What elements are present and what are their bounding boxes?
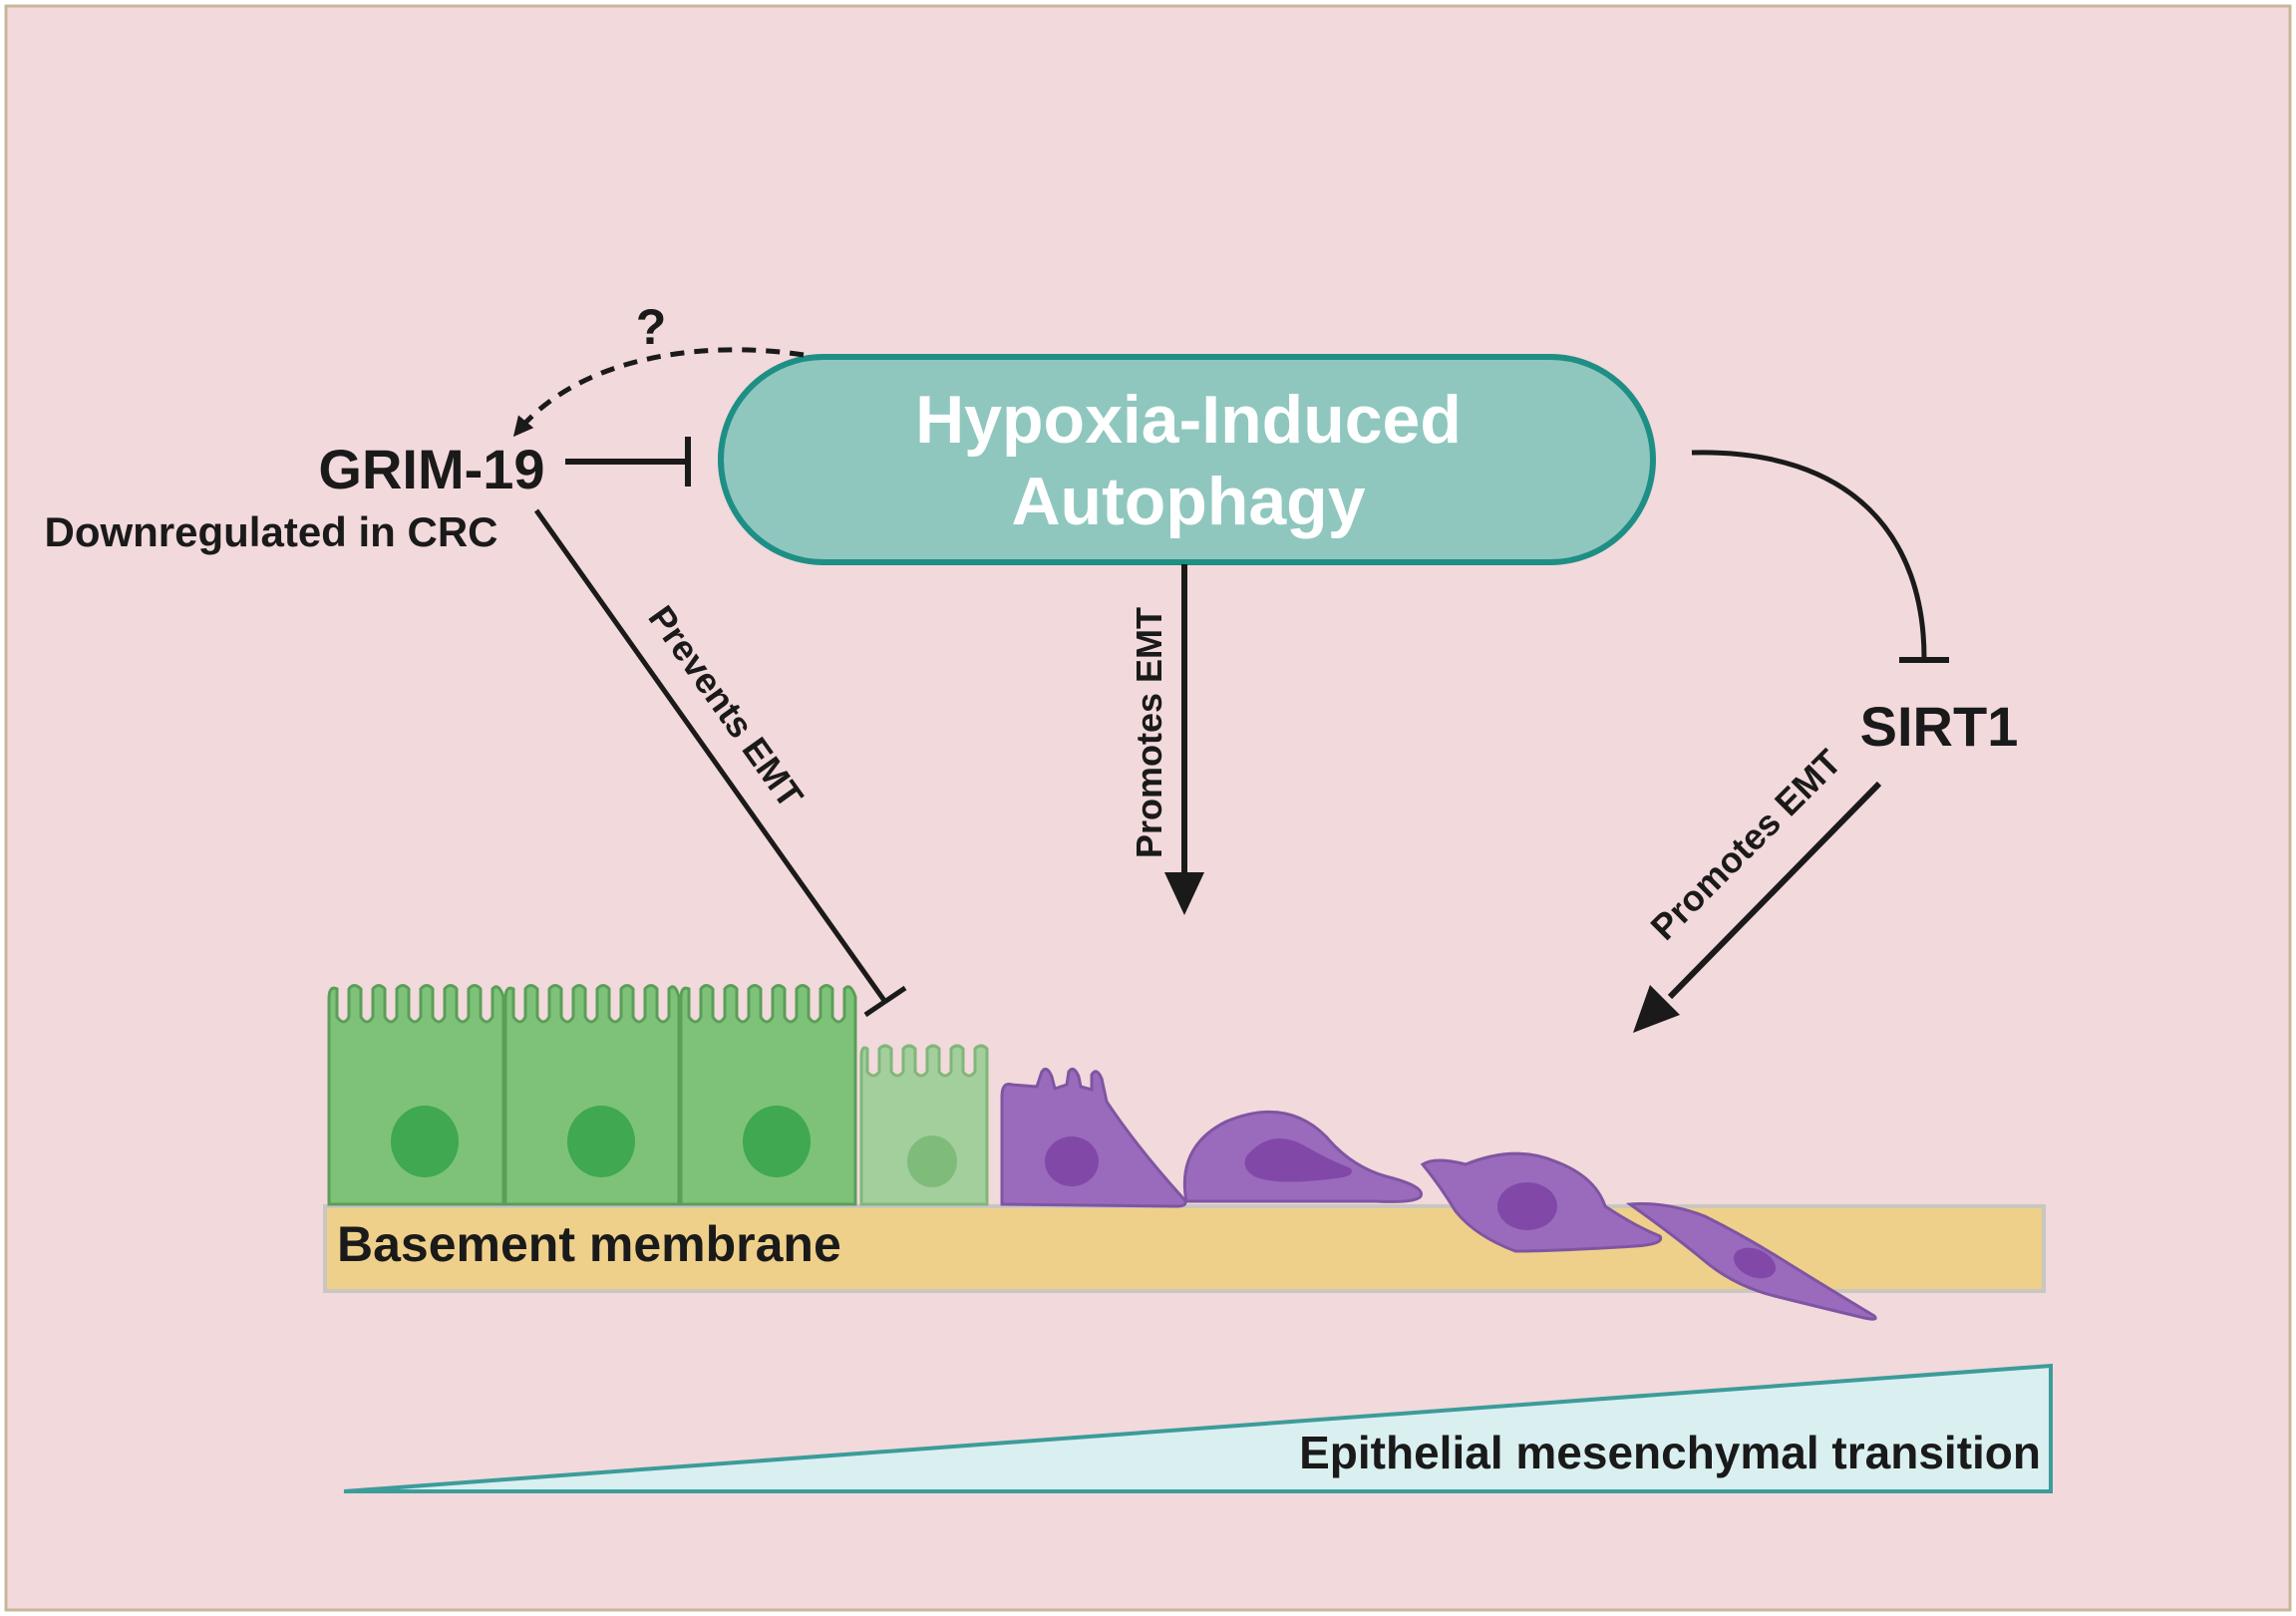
grim19-inhibits-autophagy: [565, 437, 691, 486]
mesenchymal-cell: [1000, 1067, 1187, 1208]
autophagy-inhibits-sirt1: [1691, 450, 1949, 663]
emt-gradient: Epithelial mesenchymal transition: [343, 1363, 2053, 1493]
hypoxia-autophagy-node: Hypoxia-Induced Autophagy: [718, 354, 1656, 565]
autophagy-promotes-emt: Promotes EMT: [1129, 564, 1204, 915]
t-bar-icon: [863, 985, 907, 1018]
background: [4, 4, 2292, 1612]
mesenchymal-nucleus: [1045, 1136, 1099, 1186]
transitional-nucleus: [907, 1135, 957, 1187]
emt-gradient-label: Epithelial mesenchymal transition: [1299, 1427, 2041, 1478]
dashed-arrow-icon: [512, 347, 805, 438]
epithelial-nucleus: [391, 1106, 459, 1177]
epithelial-cell: [503, 984, 681, 1206]
transitional-cell: [859, 1044, 989, 1206]
arrowhead-icon: [1164, 872, 1204, 915]
mesenchymal-nucleus: [1733, 1247, 1777, 1279]
mesenchymal-cell: [1420, 1151, 1663, 1253]
sirt1-label: SIRT1: [1860, 695, 2019, 758]
mesenchymal-nucleus: [1497, 1182, 1557, 1230]
epithelial-nucleus: [743, 1106, 811, 1177]
emt-wedge: [343, 1363, 2053, 1493]
basement-membrane-label: Basement membrane: [337, 1216, 841, 1272]
autophagy-promotes-emt-label: Promotes EMT: [1129, 607, 1169, 858]
epithelial-nucleus: [567, 1106, 635, 1177]
mesenchymal-nucleus: [1244, 1138, 1352, 1182]
hypoxia-autophagy-pill: [718, 354, 1656, 565]
epithelial-cell: [679, 984, 857, 1206]
hypoxia-autophagy-title-line1: Hypoxia-Induced: [915, 382, 1462, 458]
grim19-note: Downregulated in CRC: [44, 508, 497, 555]
mesenchymal-cell: [1182, 1110, 1424, 1203]
arrowhead-icon: [1633, 985, 1680, 1033]
question-mark-label: ?: [636, 299, 667, 355]
epithelial-cell: [327, 984, 505, 1206]
grim19-label: GRIM-19: [318, 438, 544, 500]
mesenchymal-cell: [1625, 1202, 1877, 1321]
hypoxia-autophagy-title-line2: Autophagy: [1011, 464, 1365, 539]
